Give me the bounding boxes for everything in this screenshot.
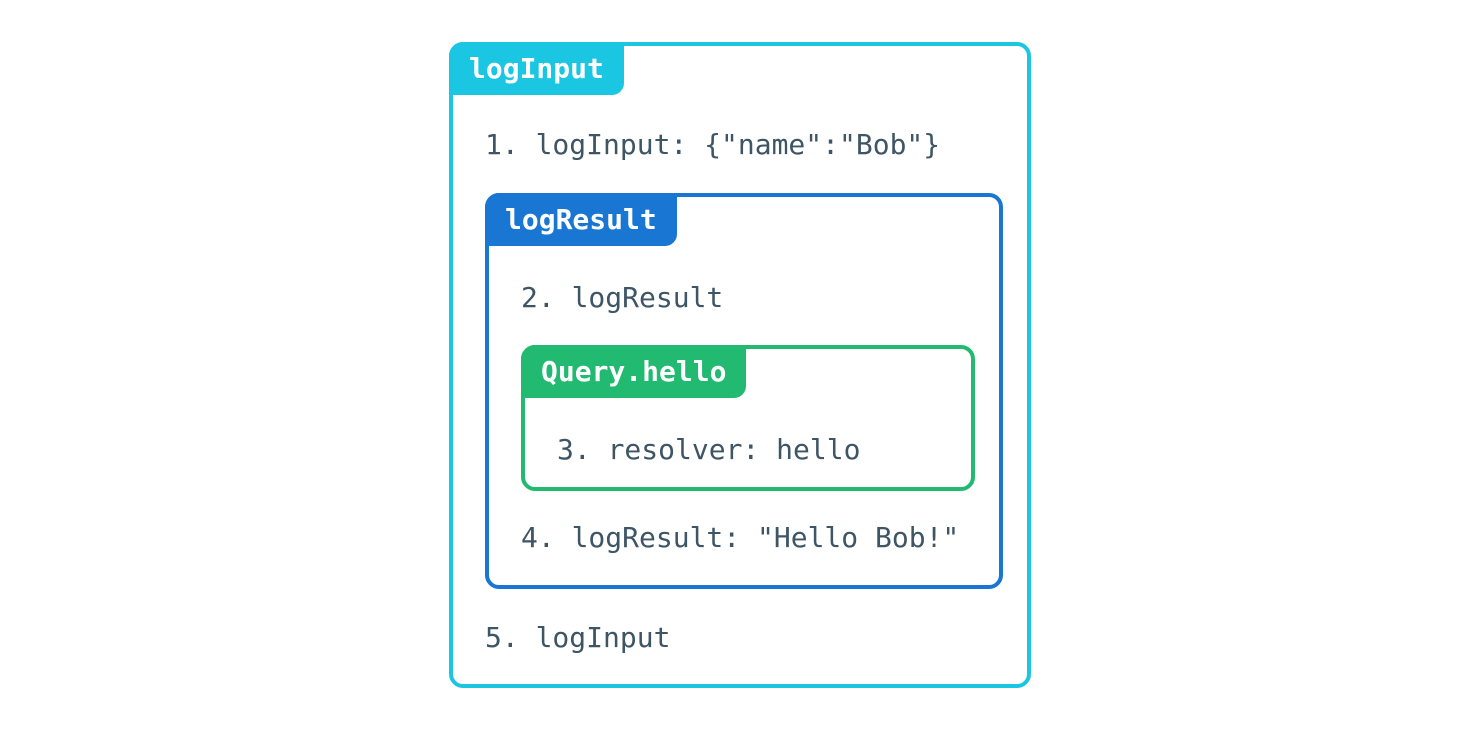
span-label-loginput: logInput — [449, 42, 624, 95]
span-label-query-hello: Query.hello — [521, 345, 747, 398]
step-3-resolver: 3. resolver: hello — [557, 433, 861, 466]
step-5-loginput: 5. logInput — [485, 621, 671, 654]
span-label-logresult: logResult — [485, 193, 677, 246]
step-2-logresult: 2. logResult — [521, 281, 724, 314]
step-1-loginput-value: 1. logInput: {"name":"Bob"} — [485, 128, 941, 161]
step-4-logresult-value: 4. logResult: "Hello Bob!" — [521, 521, 960, 554]
span-box-query-hello: Query.hello 3. resolver: hello — [521, 345, 975, 491]
span-box-logresult: logResult 2. logResult Query.hello 3. re… — [485, 193, 1003, 589]
span-box-loginput: logInput 1. logInput: {"name":"Bob"} log… — [449, 42, 1031, 688]
